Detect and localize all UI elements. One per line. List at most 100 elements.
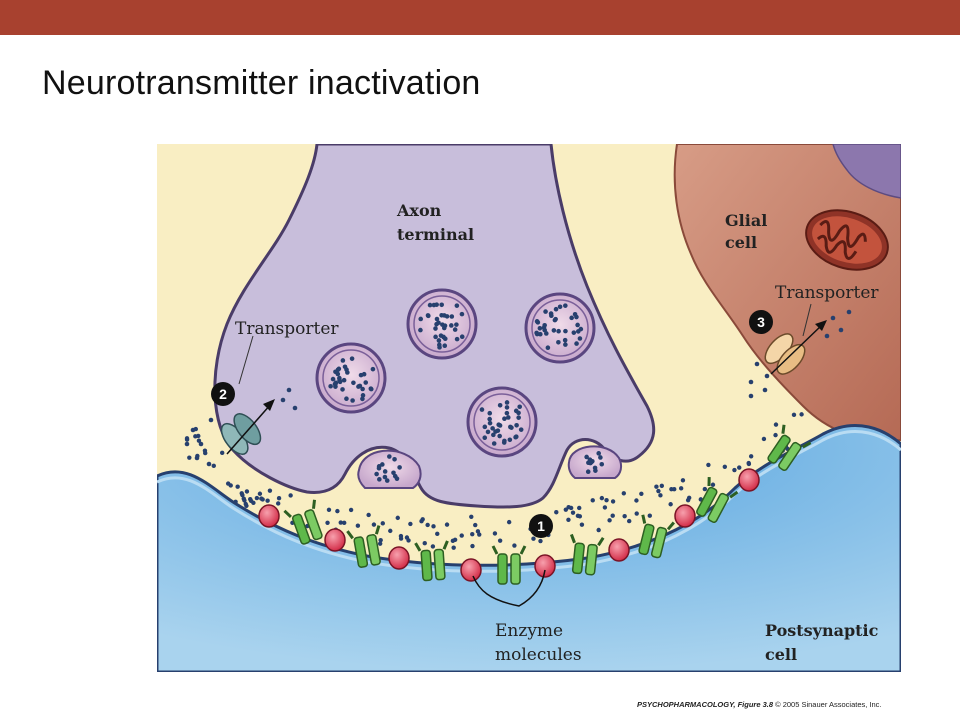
neurotransmitter-dot — [563, 342, 568, 347]
receptor — [346, 525, 381, 568]
svg-text:1: 1 — [537, 518, 545, 534]
credit-source: PSYCHOPHARMACOLOGY, Figure 3.8 — [637, 700, 773, 709]
neurotransmitter-dot — [491, 441, 497, 446]
step-marker-2: 2 — [211, 382, 235, 406]
neurotransmitter-dot — [340, 358, 346, 363]
neurotransmitter-dot — [368, 386, 374, 392]
neurotransmitter-dot — [338, 520, 343, 525]
neurotransmitter-dot — [459, 533, 464, 538]
neurotransmitter-dot — [430, 544, 436, 549]
neurotransmitter-dot — [563, 328, 568, 334]
neurotransmitter-dot — [378, 537, 383, 543]
neurotransmitter-dot — [563, 303, 568, 308]
enzyme-label: molecules — [495, 645, 582, 665]
receptors — [283, 424, 812, 585]
neurotransmitter-dot — [434, 316, 440, 322]
neurotransmitter-dot — [380, 462, 385, 467]
neurotransmitter-dot — [509, 425, 514, 430]
transporter-left-label: Transporter — [235, 319, 339, 339]
neurotransmitter-dot — [336, 366, 342, 372]
neurotransmitter-dot — [487, 420, 493, 426]
neurotransmitter-dot — [622, 513, 627, 519]
neurotransmitter-dot — [377, 541, 383, 546]
neurotransmitter-dot — [384, 478, 390, 483]
neurotransmitter-dot — [596, 451, 602, 456]
neurotransmitter-dot — [333, 380, 339, 386]
neurotransmitter-dot — [335, 371, 341, 377]
neurotransmitter-dot — [537, 325, 543, 331]
neurotransmitter-dot — [482, 435, 488, 441]
neurotransmitter-dot — [590, 498, 595, 503]
neurotransmitter-dot — [722, 464, 728, 469]
enzyme-molecule — [460, 558, 482, 582]
neurotransmitter-dot — [575, 329, 581, 334]
neurotransmitter-dot — [325, 520, 330, 525]
neurotransmitter-dot — [477, 532, 482, 537]
neurotransmitter-dot — [441, 313, 447, 318]
neurotransmitter-dot — [517, 404, 523, 410]
neurotransmitter-dot — [404, 535, 410, 540]
neurotransmitter-dot — [737, 465, 742, 470]
neurotransmitter-dot — [392, 456, 397, 462]
enzyme-molecule — [738, 468, 760, 492]
receptor — [638, 514, 675, 559]
neurotransmitter-dot — [531, 536, 536, 541]
neurotransmitter-dot — [382, 474, 388, 480]
neurotransmitter-dot — [454, 303, 460, 308]
neurotransmitter-dot — [259, 496, 264, 501]
neurotransmitter-dot — [545, 345, 551, 351]
neurotransmitter-dot — [469, 514, 474, 519]
neurotransmitter-dot — [604, 497, 609, 503]
neurotransmitter-dot — [286, 387, 292, 393]
neurotransmitter-dot — [495, 428, 501, 433]
enzyme-molecules — [258, 468, 760, 582]
neurotransmitter-dot — [496, 422, 501, 428]
receptor — [767, 424, 812, 472]
neurotransmitter-dot — [435, 531, 440, 537]
postsynaptic-label: Postsynaptic — [765, 621, 879, 640]
neurotransmitter-dot — [376, 465, 382, 471]
enzyme-label: Enzyme — [495, 621, 563, 641]
neurotransmitter-dot — [599, 495, 605, 501]
neurotransmitter-dot — [337, 377, 342, 383]
neurotransmitter-dot — [599, 461, 605, 467]
enzyme-molecule — [534, 554, 556, 578]
neurotransmitter-dot — [198, 441, 204, 447]
neurotransmitter-dot — [265, 498, 270, 503]
neurotransmitter-dot — [602, 505, 608, 510]
neurotransmitter-dot — [349, 356, 355, 361]
neurotransmitter-dot — [360, 393, 366, 398]
svg-text:2: 2 — [219, 386, 227, 402]
neurotransmitter-dot — [211, 463, 216, 469]
vesicle — [315, 342, 387, 414]
neurotransmitter-dot — [748, 454, 754, 459]
neurotransmitter-dot — [791, 412, 797, 418]
neurotransmitter-dot — [479, 407, 485, 412]
neurotransmitter-dot — [341, 377, 347, 383]
neurotransmitter-dot — [585, 469, 591, 475]
neurotransmitter-dot — [706, 462, 711, 468]
neurotransmitter-dot — [584, 454, 589, 460]
glial-cell-label: Glial — [725, 211, 767, 230]
neurotransmitter-dot — [589, 459, 594, 465]
neurotransmitter-dot — [485, 429, 491, 435]
fusing-vesicle — [357, 449, 422, 489]
neurotransmitter-dot — [235, 484, 240, 489]
enzyme-molecule — [608, 538, 630, 562]
neurotransmitter-dot — [497, 433, 502, 439]
neurotransmitter-dot — [658, 493, 663, 498]
glial-cell-label: cell — [725, 233, 757, 252]
transporter-left — [220, 413, 262, 455]
neurotransmitter-dot — [607, 518, 612, 523]
neurotransmitter-dot — [276, 495, 282, 501]
neurotransmitter-dot — [434, 321, 439, 327]
neurotransmitter-dot — [514, 422, 519, 428]
neurotransmitter-dot — [348, 507, 354, 513]
neurotransmitter-dot — [395, 515, 400, 521]
neurotransmitter-dot — [575, 322, 580, 328]
neurotransmitter-dot — [355, 523, 361, 528]
neurotransmitter-dot — [647, 513, 652, 518]
neurotransmitter-dot — [187, 455, 192, 460]
transporter-right — [764, 333, 806, 375]
neurotransmitter-dot — [577, 336, 583, 341]
